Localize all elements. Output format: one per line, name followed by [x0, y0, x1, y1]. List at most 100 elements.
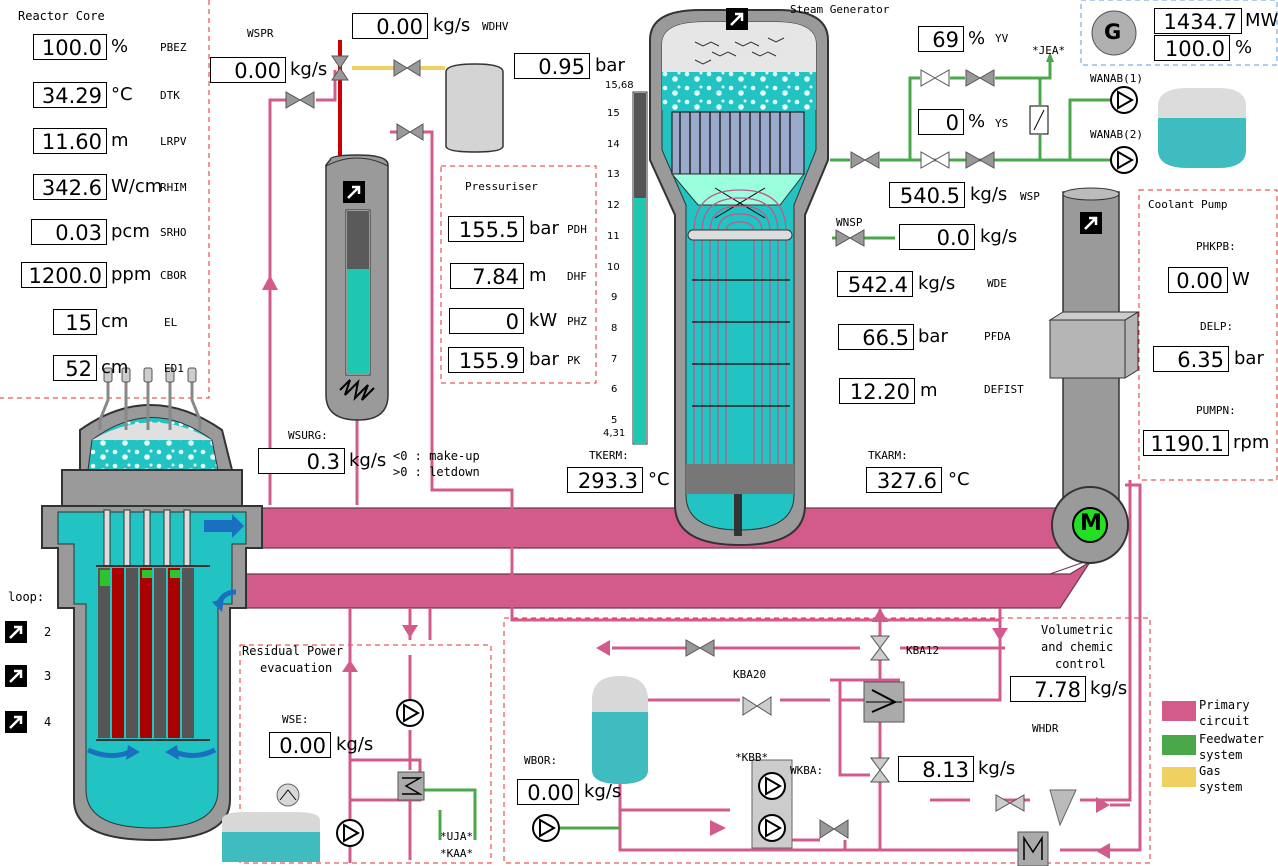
core-cbor-tag: CBOR: [160, 269, 187, 282]
pumpn-tag: PUMPN:: [1196, 404, 1236, 417]
sg-scale-tick: 9: [611, 292, 618, 304]
phkpb-value[interactable]: 0.00: [1168, 267, 1228, 293]
whdr-unit: kg/s: [1090, 678, 1128, 699]
sg-scale-tick: 5: [611, 415, 618, 426]
core-pbez-tag: PBEZ: [160, 41, 187, 54]
wdhv-value[interactable]: 0.00: [352, 13, 428, 39]
valve-kba: [870, 757, 890, 783]
valve-kba12: [870, 635, 890, 661]
wsurg-note-letdown: >0 : letdown: [393, 465, 480, 479]
valve-yv-b: [965, 69, 995, 87]
valve-whdr: [995, 794, 1025, 812]
wsurg-unit: kg/s: [349, 450, 387, 471]
generator-circle: [1091, 10, 1137, 56]
wde-value[interactable]: 542.4: [837, 271, 913, 297]
tkarm-value[interactable]: 327.6: [866, 467, 942, 493]
valve-wspr: [285, 91, 315, 109]
wspr-value[interactable]: 0.00: [210, 57, 286, 83]
loop-2-label: 2: [44, 625, 52, 639]
yv-value[interactable]: 69: [918, 26, 964, 52]
delp-tag: DELP:: [1200, 320, 1234, 333]
legend-label-line2: system: [1199, 780, 1243, 794]
kba-flow-value[interactable]: 8.13: [898, 756, 974, 782]
prz-phz-unit: kW: [529, 310, 558, 331]
hot-leg-pipe: [261, 507, 1061, 549]
core-ed1-value[interactable]: 52: [53, 355, 97, 381]
core-rhim-value[interactable]: 342.6: [33, 174, 107, 200]
valve-kba20: [742, 696, 772, 716]
prz-pk-value[interactable]: 155.9: [448, 347, 524, 373]
wdhv-unit: kg/s: [433, 15, 471, 36]
whdr-value[interactable]: 7.78: [1010, 676, 1086, 702]
wnsp-value[interactable]: 0.0: [899, 224, 975, 250]
core-rhim-tag: RHIM: [160, 181, 187, 194]
core-el-value[interactable]: 15: [53, 309, 97, 335]
pressuriser-detail-button[interactable]: [343, 181, 365, 203]
core-cbor-value[interactable]: 1200.0: [21, 262, 107, 288]
wde-tag: WDE: [987, 277, 1007, 290]
reactor-core-title: Reactor Core: [18, 9, 105, 23]
vcc-title-line2: and chemic: [1041, 640, 1114, 654]
coolant-pump-motor[interactable]: M: [1080, 511, 1102, 536]
kba12-tag: KBA12: [906, 644, 940, 657]
wsurg-note-makeup: <0 : make-up: [393, 449, 480, 463]
pressuriser-vessel: [325, 154, 389, 421]
uja-tag: *UJA*: [440, 830, 474, 843]
defist-value[interactable]: 12.20: [839, 378, 915, 404]
core-pbez-value[interactable]: 100.0: [33, 34, 107, 60]
wsp-value[interactable]: 540.5: [889, 182, 965, 208]
volumetric-panel-border: [503, 617, 1151, 864]
generator-power-value[interactable]: 1434.7: [1154, 8, 1242, 34]
tkerm-tag: TKERM:: [589, 449, 629, 462]
legend-swatch: [1162, 701, 1196, 721]
prz-pdh-unit: bar: [529, 218, 559, 239]
sg-scale-tick: 15: [607, 108, 620, 119]
prz-pdh-value[interactable]: 155.5: [448, 216, 524, 242]
pumpn-value[interactable]: 1190.1: [1143, 430, 1229, 456]
core-dtk-unit: °C: [111, 84, 133, 105]
valve-ys-a: [920, 151, 950, 169]
generator-power-unit: MW: [1245, 10, 1278, 31]
valve-wnsp: [835, 229, 865, 247]
valve-yv-a: [920, 69, 950, 87]
loop-2-button[interactable]: [5, 621, 27, 643]
legend-label-line1: Primary: [1199, 698, 1250, 712]
core-ed1-unit: cm: [101, 357, 129, 378]
pressuriser-title: Pressuriser: [465, 180, 538, 193]
core-dtk-value[interactable]: 34.29: [33, 82, 107, 108]
coolant-pump-detail-button[interactable]: [1080, 212, 1102, 234]
tkerm-value[interactable]: 293.3: [567, 467, 643, 493]
wbor-unit: kg/s: [584, 781, 622, 802]
wbor-value[interactable]: 0.00: [517, 779, 579, 805]
sg-scale-tick: 11: [607, 230, 620, 242]
pfda-value[interactable]: 66.5: [838, 324, 914, 350]
wsurg-value[interactable]: 0.3: [258, 448, 345, 474]
prz-dhf-value[interactable]: 7.84: [450, 263, 524, 289]
tkarm-unit: °C: [948, 469, 970, 490]
delp-value[interactable]: 6.35: [1153, 346, 1229, 372]
sg-scale-tick: 14: [607, 138, 620, 150]
generator-pct-unit: %: [1235, 37, 1253, 58]
gas-tank-pressure-value[interactable]: 0.95: [514, 53, 590, 79]
steam-generator-detail-button[interactable]: [726, 8, 748, 30]
steam-generator-title: Steam Generator: [790, 3, 890, 16]
yv-tag: YV: [995, 32, 1009, 45]
yv-unit: %: [968, 28, 986, 49]
kbb-tag: *KBB*: [735, 751, 769, 764]
loop-3-button[interactable]: [5, 665, 27, 687]
prz-pk-unit: bar: [529, 349, 559, 370]
wse-value[interactable]: 0.00: [269, 732, 331, 758]
generator-pct-value[interactable]: 100.0: [1154, 35, 1230, 61]
arrow-up-right-icon: [9, 715, 23, 729]
prz-dhf-unit: m: [529, 265, 547, 286]
gas-tank-pressure-unit: bar: [595, 55, 625, 76]
wde-unit: kg/s: [918, 273, 956, 294]
loop-4-button[interactable]: [5, 711, 27, 733]
prz-phz-value[interactable]: 0: [449, 308, 524, 334]
core-ed1-tag: ED1: [164, 362, 184, 375]
core-lrpv-value[interactable]: 11.60: [33, 128, 107, 154]
ys-value[interactable]: 0: [918, 109, 964, 135]
core-srho-value[interactable]: 0.03: [31, 219, 107, 245]
kaa-tag: *KAA*: [440, 847, 474, 860]
